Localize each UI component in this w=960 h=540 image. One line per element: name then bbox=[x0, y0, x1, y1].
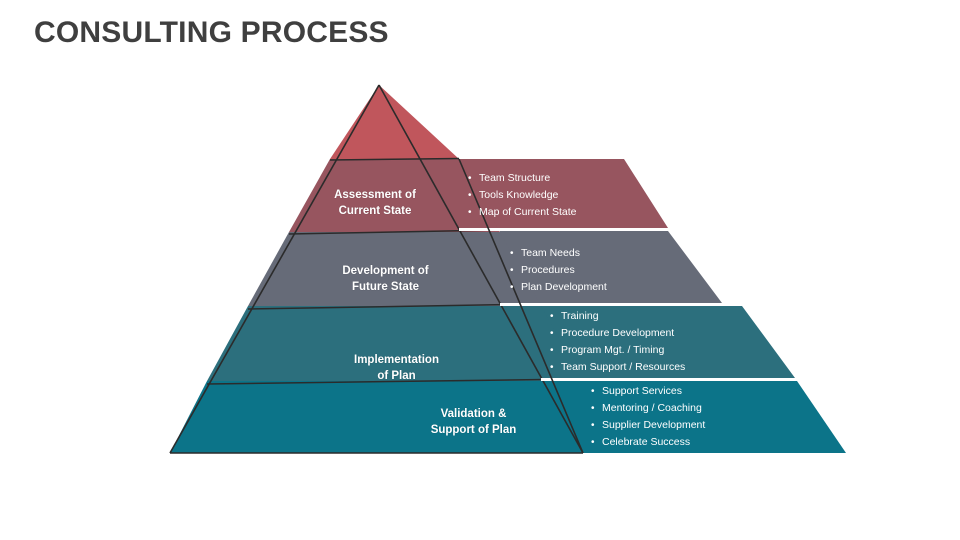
level-1-label-line-1: Assessment of bbox=[334, 189, 416, 201]
bullet-icon: • bbox=[591, 386, 595, 397]
list-item: • Support Services bbox=[591, 383, 705, 400]
list-item: • Training bbox=[550, 308, 685, 325]
list-item: • Mentoring / Coaching bbox=[591, 400, 705, 417]
level-3-label-line-1: Implementation bbox=[354, 354, 439, 366]
list-item: • Team Needs bbox=[510, 245, 607, 262]
pyramid-divider-1 bbox=[329, 157, 460, 161]
bullet-icon: • bbox=[550, 362, 554, 373]
level-2-label-line-2: Future State bbox=[351, 280, 420, 293]
bullet-icon: • bbox=[468, 190, 472, 201]
level-1-label: Assessment of Current State bbox=[321, 188, 429, 219]
pyramid-band-4[interactable] bbox=[170, 381, 583, 453]
list-item: • Plan Development bbox=[510, 279, 607, 296]
list-item: • Program Mgt. / Timing bbox=[550, 342, 685, 359]
list-item: • Team Support / Resources bbox=[550, 359, 685, 376]
list-item: • Team Structure bbox=[468, 170, 576, 187]
bullet-icon: • bbox=[468, 207, 472, 218]
pyramid-band-2[interactable] bbox=[248, 232, 541, 306]
list-item: • Map of Current State bbox=[468, 204, 576, 221]
level-2-label-line-1: Development of bbox=[342, 265, 429, 277]
level-1-bullets: • Team Structure • Tools Knowledge • Map… bbox=[468, 170, 576, 221]
level-4-bullets: • Support Services • Mentoring / Coachin… bbox=[591, 383, 705, 451]
bullet-icon: • bbox=[468, 173, 472, 184]
bullet-icon: • bbox=[591, 437, 595, 448]
level-4-label-line-2: Support of Plan bbox=[430, 423, 517, 436]
level-2-bullets: • Team Needs • Procedures • Plan Develop… bbox=[510, 245, 607, 296]
level-4-label-line-1: Validation & bbox=[440, 408, 507, 420]
pyramid-left-edge bbox=[169, 84, 380, 454]
list-item: • Tools Knowledge bbox=[468, 187, 576, 204]
page-title: CONSULTING PROCESS bbox=[34, 16, 389, 49]
pyramid-band-3[interactable] bbox=[207, 306, 583, 381]
list-item: • Procedures bbox=[510, 262, 607, 279]
bullet-icon: • bbox=[550, 328, 554, 339]
level-3-bullets: • Training • Procedure Development • Pro… bbox=[550, 308, 685, 376]
level-3-label: Implementation of Plan bbox=[333, 353, 460, 384]
bullet-icon: • bbox=[510, 248, 514, 259]
bullet-icon: • bbox=[591, 420, 595, 431]
bullet-icon: • bbox=[550, 311, 554, 322]
level-4-panel[interactable] bbox=[583, 381, 846, 453]
pyramid-band-1[interactable] bbox=[289, 159, 500, 232]
bullet-icon: • bbox=[550, 345, 554, 356]
pyramid-right-edge-overlay bbox=[458, 158, 584, 454]
level-2-panel[interactable] bbox=[500, 231, 722, 303]
list-item: • Supplier Development bbox=[591, 417, 705, 434]
level-3-panel[interactable] bbox=[541, 306, 795, 378]
list-item: • Celebrate Success bbox=[591, 434, 705, 451]
list-item: • Procedure Development bbox=[550, 325, 685, 342]
bullet-icon: • bbox=[510, 265, 514, 276]
pyramid-divider-3 bbox=[247, 303, 542, 310]
level-3-label-line-2: of Plan bbox=[377, 369, 416, 382]
level-1-panel[interactable] bbox=[459, 159, 668, 228]
level-1-label-line-2: Current State bbox=[338, 204, 412, 217]
pyramid-divider-4 bbox=[206, 378, 584, 385]
pyramid-right-edge bbox=[378, 84, 584, 454]
bullet-icon: • bbox=[510, 282, 514, 293]
bullet-icon: • bbox=[591, 403, 595, 414]
pyramid-apex[interactable] bbox=[330, 85, 459, 159]
level-4-label: Validation & Support of Plan bbox=[408, 407, 539, 438]
level-2-label: Development of Future State bbox=[320, 264, 451, 295]
